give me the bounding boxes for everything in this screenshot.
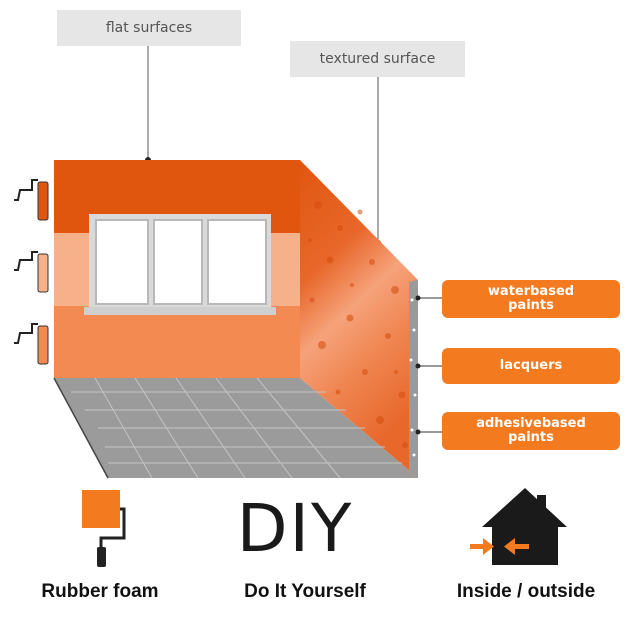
paint-type-label: lacquers [499, 358, 563, 373]
paint-roller-icon [14, 179, 49, 221]
paint-type-label: waterbased [487, 284, 575, 299]
floor-tiles [71, 377, 402, 479]
window [84, 214, 276, 315]
paint-roller-icon [14, 251, 49, 293]
paint-type-label: adhesivebased [476, 416, 586, 431]
rubber-foam-caption: Rubber foam [41, 581, 159, 602]
inside-outside-caption: Inside / outside [456, 581, 596, 602]
paint-type-label: paints [508, 298, 554, 313]
diy-caption: Do It Yourself [244, 581, 366, 602]
paint-type-adhesivebased: adhesivebased paints [442, 412, 620, 450]
arrows-icon [470, 538, 529, 555]
side-wall [300, 160, 418, 478]
texture-edge [409, 280, 418, 478]
paint-roller-icon [14, 323, 49, 365]
paint-type-waterbased: waterbased paints [442, 280, 620, 318]
diy-logo: DIY [236, 490, 354, 567]
side-wall-texture [308, 201, 408, 448]
texture-edge-flecks [409, 298, 417, 457]
paint-roller-icon [82, 490, 126, 567]
flat-surfaces-label: flat surfaces [57, 10, 241, 46]
paint-type-label: paints [508, 430, 554, 445]
paint-type-lacquers: lacquers [442, 348, 620, 384]
house-icon [482, 488, 567, 565]
textured-surface-label: textured surface [290, 41, 465, 77]
paint-pointer-lines [418, 297, 442, 433]
